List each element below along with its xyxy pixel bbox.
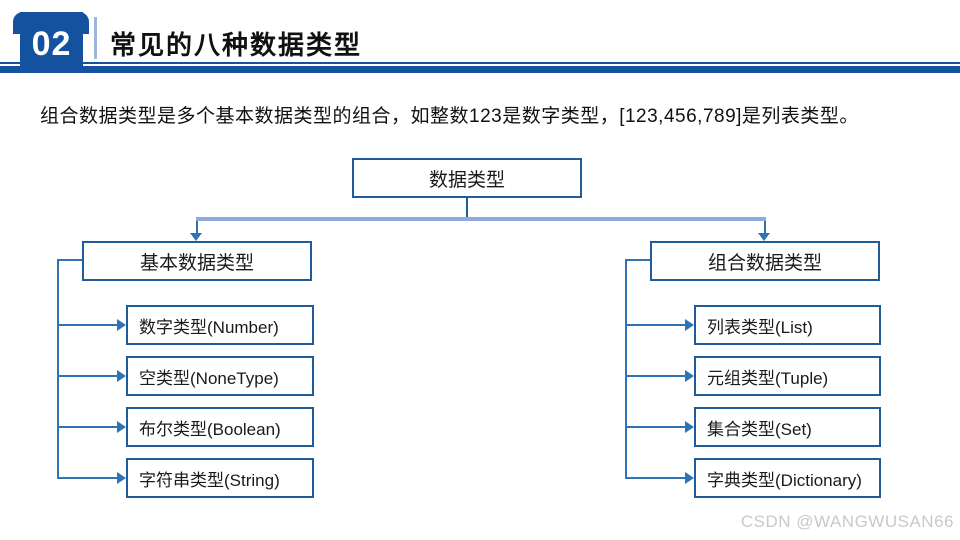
arrow-line-right-2 — [625, 426, 685, 428]
arrow-line-right-3 — [625, 477, 685, 479]
leaf-node-string: 字符串类型(String) — [126, 458, 314, 498]
arrow-line-left-0 — [57, 324, 117, 326]
badge-title-divider — [94, 17, 97, 59]
arrowhead-right-icon — [117, 370, 126, 382]
intro-text: 组合数据类型是多个基本数据类型的组合，如整数123是数字类型，[123,456,… — [40, 106, 859, 127]
section-badge-body — [20, 12, 83, 70]
bracket-right-vertical — [625, 259, 627, 479]
section-number: 02 — [31, 25, 72, 63]
arrowhead-down-left-icon — [190, 233, 202, 241]
arrow-line-left-1 — [57, 375, 117, 377]
connector-drop-left — [196, 221, 198, 233]
bracket-left-stub — [57, 259, 82, 261]
arrowhead-right-icon — [117, 472, 126, 484]
leaf-node-nonetype: 空类型(NoneType) — [126, 356, 314, 396]
arrowhead-right-icon — [117, 421, 126, 433]
arrowhead-right-icon — [685, 319, 694, 331]
root-node-data-type: 数据类型 — [352, 158, 582, 198]
arrowhead-right-icon — [685, 472, 694, 484]
arrow-line-left-2 — [57, 426, 117, 428]
leaf-node-set: 集合类型(Set) — [694, 407, 881, 447]
leaf-node-number: 数字类型(Number) — [126, 305, 314, 345]
arrowhead-right-icon — [685, 370, 694, 382]
leaf-node-list: 列表类型(List) — [694, 305, 881, 345]
arrow-line-left-3 — [57, 477, 117, 479]
header-rule-thin — [0, 62, 960, 64]
arrow-line-right-0 — [625, 324, 685, 326]
arrowhead-right-icon — [117, 319, 126, 331]
connector-root-stem — [466, 197, 468, 219]
slide-title: 常见的八种数据类型 — [110, 30, 363, 60]
header-rule-thick — [0, 66, 960, 73]
branch-node-basic: 基本数据类型 — [82, 241, 312, 281]
branch-node-composite: 组合数据类型 — [650, 241, 880, 281]
arrowhead-right-icon — [685, 421, 694, 433]
leaf-node-tuple: 元组类型(Tuple) — [694, 356, 881, 396]
connector-drop-right — [764, 221, 766, 233]
bracket-left-vertical — [57, 259, 59, 479]
connector-horizontal-bar — [196, 217, 766, 221]
arrow-line-right-1 — [625, 375, 685, 377]
bracket-right-stub — [625, 259, 650, 261]
leaf-node-boolean: 布尔类型(Boolean) — [126, 407, 314, 447]
watermark: CSDN @WANGWUSAN66 — [740, 512, 954, 531]
leaf-node-dictionary: 字典类型(Dictionary) — [694, 458, 881, 498]
arrowhead-down-right-icon — [758, 233, 770, 241]
